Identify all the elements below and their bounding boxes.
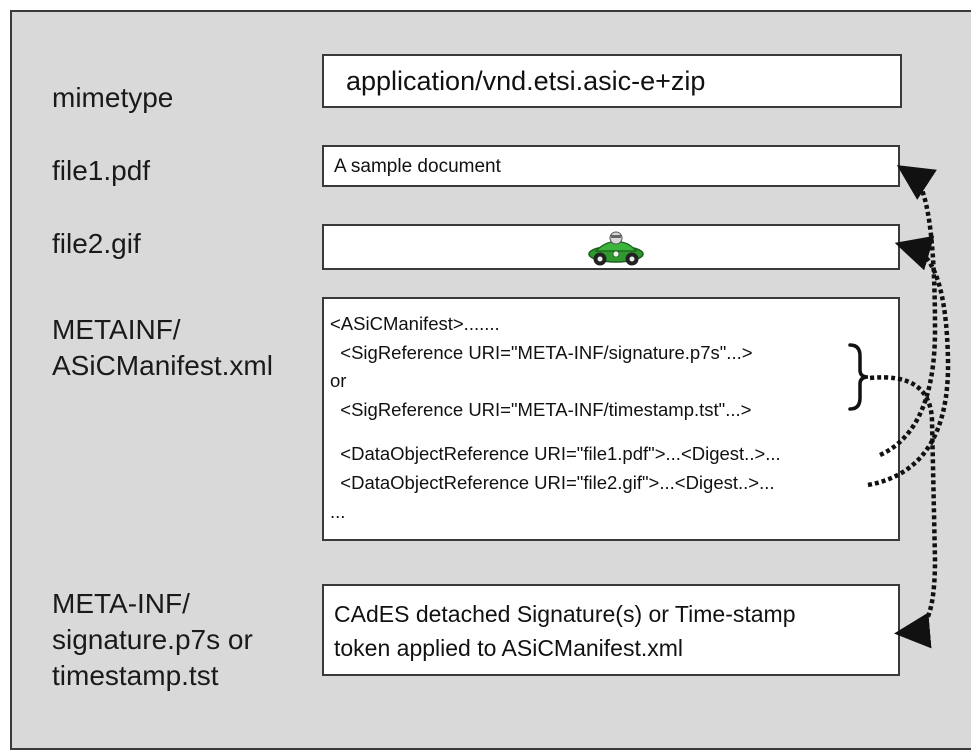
manifest-line: <SigReference URI="META-INF/signature.p7… bbox=[330, 342, 753, 363]
mimetype-label: mimetype bbox=[52, 82, 174, 113]
file1-content: A sample document bbox=[334, 156, 501, 177]
signature-line-2: token applied to ASiCManifest.xml bbox=[334, 635, 684, 661]
manifest-line: <SigReference URI="META-INF/timestamp.ts… bbox=[330, 399, 752, 420]
signature-label-line-1: META-INF/ bbox=[52, 588, 190, 619]
green-race-car-icon bbox=[588, 231, 644, 266]
manifest-line: or bbox=[330, 370, 347, 391]
signature-label-line-2: signature.p7s or bbox=[52, 624, 253, 655]
manifest-label-line-2: ASiCManifest.xml bbox=[52, 350, 273, 381]
manifest-label-line-1: METAINF/ bbox=[52, 314, 181, 345]
signature-line-1: CAdES detached Signature(s) or Time-stam… bbox=[334, 601, 796, 627]
signature-label-line-3: timestamp.tst bbox=[52, 660, 219, 691]
signature-box: CAdES detached Signature(s) or Time-stam… bbox=[322, 584, 900, 676]
manifest-line: <ASiCManifest>....... bbox=[330, 313, 500, 334]
manifest-box: <ASiCManifest>....... <SigReference URI=… bbox=[322, 297, 900, 541]
file1-label: file1.pdf bbox=[52, 155, 151, 186]
manifest-line: <DataObjectReference URI="file2.gif">...… bbox=[330, 472, 775, 493]
manifest-line: <DataObjectReference URI="file1.pdf">...… bbox=[330, 443, 781, 464]
sigreference-brace bbox=[848, 343, 869, 411]
file1-box: A sample document bbox=[322, 145, 900, 187]
file2-label: file2.gif bbox=[52, 228, 141, 259]
mimetype-box: application/vnd.etsi.asic-e+zip bbox=[322, 54, 902, 108]
manifest-line: ... bbox=[330, 501, 346, 522]
mimetype-value: application/vnd.etsi.asic-e+zip bbox=[346, 66, 706, 96]
file2-box bbox=[322, 224, 900, 270]
